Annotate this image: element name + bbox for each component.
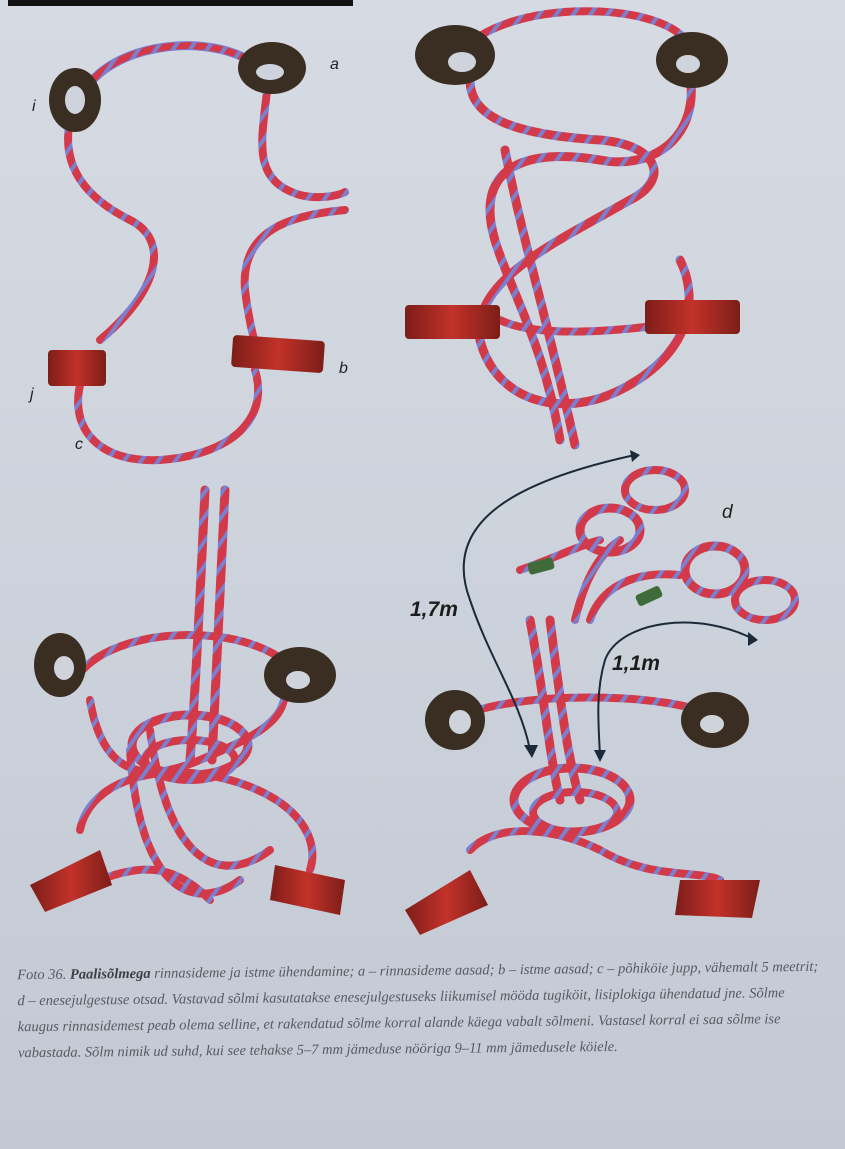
panel-2-rope [460, 11, 691, 445]
label-d: d [722, 502, 733, 524]
label-b: b [339, 360, 348, 378]
panel-1-rope [68, 46, 345, 461]
label-i: i [32, 98, 36, 116]
label-a: a [330, 56, 339, 74]
label-c: c [75, 436, 83, 454]
measure-left: 1,7m [410, 598, 458, 622]
label-j: j [30, 386, 34, 404]
figure-caption: Foto 36. Paalisõlmega rinnasideme ja ist… [17, 954, 829, 1142]
caption-fig-number: Foto 36. [17, 967, 66, 984]
knot-illustration [0, 0, 845, 950]
panel-1-loops [48, 42, 325, 386]
measure-right: 1,1m [612, 652, 660, 676]
caption-bold-term: Paalisõlmega [70, 966, 151, 983]
